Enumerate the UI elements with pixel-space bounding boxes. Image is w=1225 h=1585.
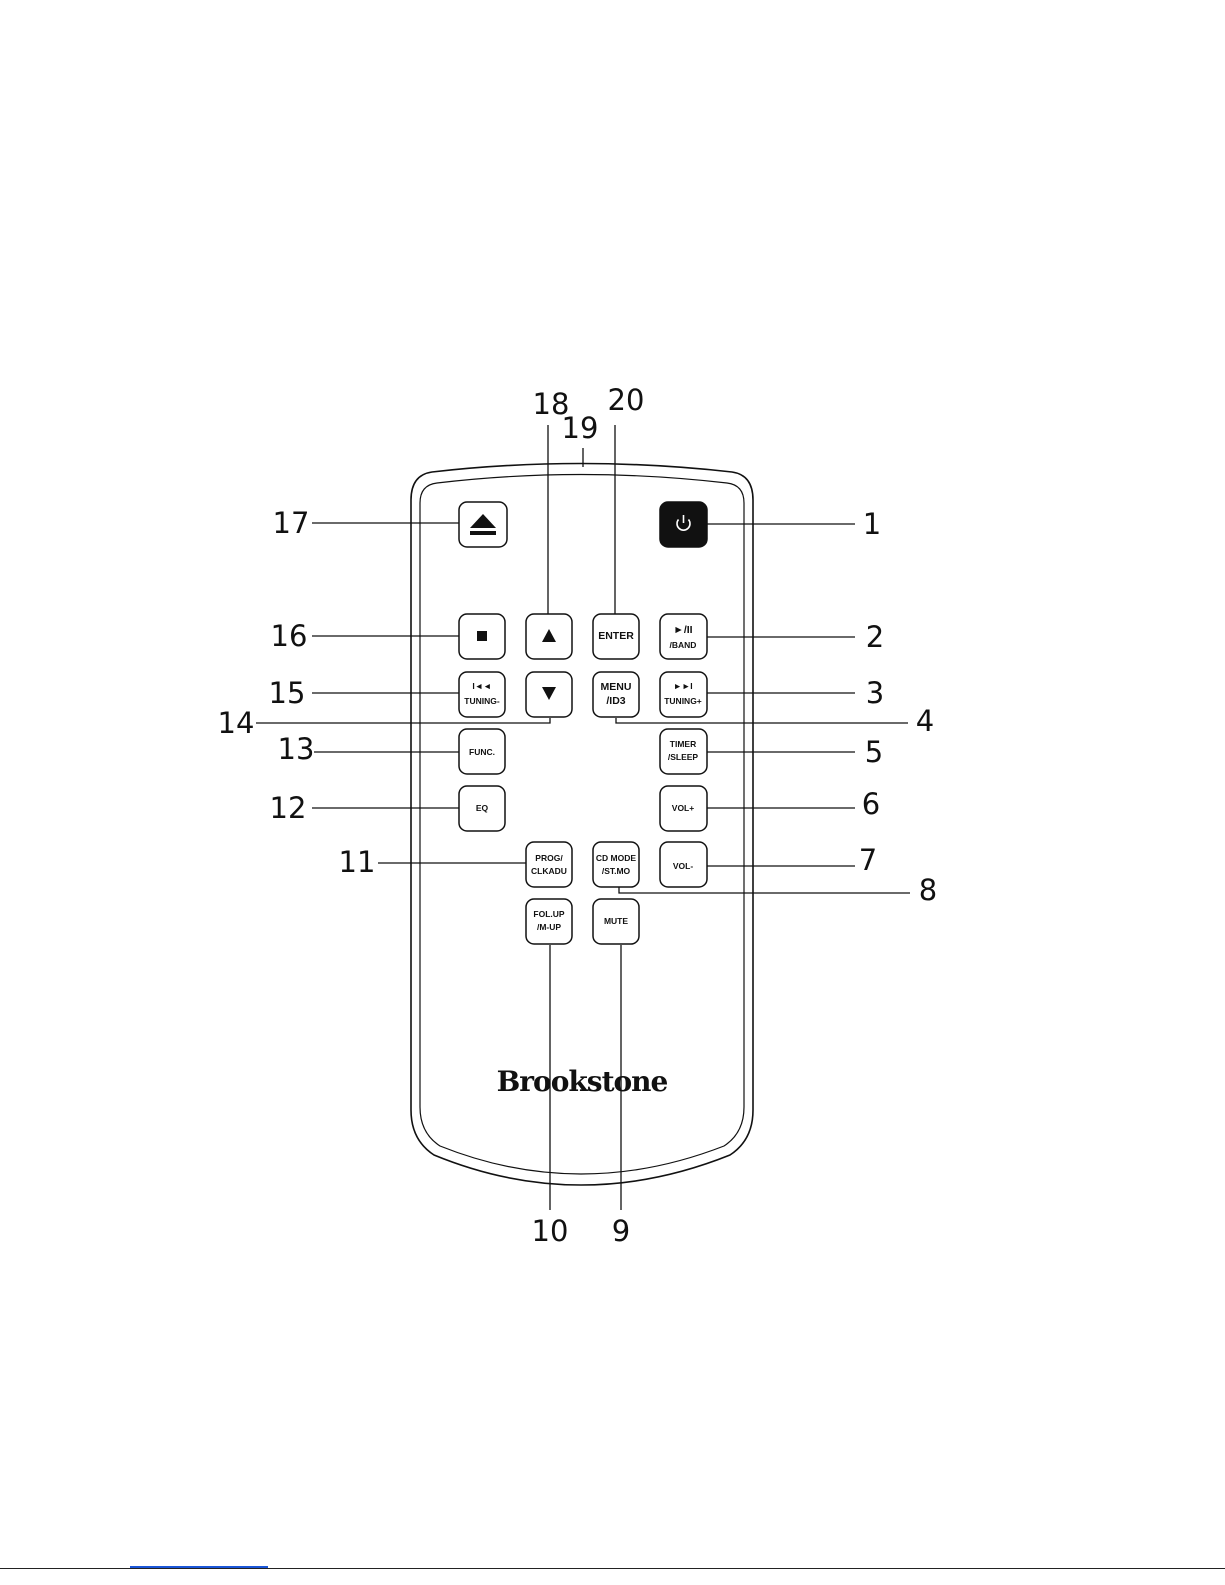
prog-clkadu-button-body[interactable] bbox=[526, 842, 572, 887]
eq-button-label: EQ bbox=[476, 803, 489, 813]
timer-sleep-button[interactable]: TIMER /SLEEP bbox=[660, 729, 707, 774]
menu-id3-button-label-line1: MENU bbox=[601, 681, 632, 693]
play-band-button-body[interactable] bbox=[660, 614, 707, 659]
callout-17: 17 bbox=[273, 506, 310, 540]
enter-button[interactable]: ENTER bbox=[593, 614, 639, 659]
callout-9: 9 bbox=[612, 1214, 630, 1248]
mute-button-label: MUTE bbox=[604, 916, 628, 926]
callout-11: 11 bbox=[339, 845, 376, 879]
brand-logo: Brookstone bbox=[497, 1065, 668, 1098]
vol-down-button[interactable]: VOL- bbox=[660, 842, 707, 887]
prev-tuning-button-body[interactable] bbox=[459, 672, 505, 717]
prev-track-icon: I◄◄ bbox=[472, 681, 491, 691]
menu-id3-button[interactable]: MENU /ID3 bbox=[593, 672, 639, 717]
cd-mode-button-label-line2: /ST.MO bbox=[602, 866, 631, 876]
vol-up-button-label: VOL+ bbox=[672, 803, 694, 813]
prog-clkadu-button-label-line2: CLKADU bbox=[531, 866, 567, 876]
callout-4: 4 bbox=[916, 704, 934, 738]
callout-6: 6 bbox=[862, 787, 880, 821]
callout-16: 16 bbox=[271, 619, 308, 653]
next-tuning-button-label: TUNING+ bbox=[664, 696, 702, 706]
vol-up-button[interactable]: VOL+ bbox=[660, 786, 707, 831]
up-button[interactable] bbox=[526, 614, 572, 659]
callout-1: 1 bbox=[863, 507, 881, 541]
callout-10: 10 bbox=[532, 1214, 569, 1248]
prog-clkadu-button-label-line1: PROG/ bbox=[535, 853, 563, 863]
next-track-icon: ►►I bbox=[673, 681, 692, 691]
leader-line-14 bbox=[256, 718, 550, 723]
prog-clkadu-button[interactable]: PROG/ CLKADU bbox=[526, 842, 572, 887]
callout-8: 8 bbox=[919, 873, 937, 907]
cd-mode-button-label-line1: CD MODE bbox=[596, 853, 636, 863]
callout-2: 2 bbox=[866, 620, 884, 654]
page-bottom-rule bbox=[0, 1568, 1225, 1569]
prev-tuning-button-label: TUNING- bbox=[464, 696, 500, 706]
cd-mode-button-body[interactable] bbox=[593, 842, 639, 887]
callout-3: 3 bbox=[866, 676, 884, 710]
leader-line-4 bbox=[616, 718, 908, 723]
callout-14: 14 bbox=[218, 706, 255, 740]
fol-up-button-label-line1: FOL.UP bbox=[533, 909, 564, 919]
power-button[interactable] bbox=[660, 502, 707, 547]
func-button[interactable]: FUNC. bbox=[459, 729, 505, 774]
callout-7: 7 bbox=[859, 843, 877, 877]
cd-mode-button[interactable]: CD MODE /ST.MO bbox=[593, 842, 639, 887]
page-bottom-link-underline[interactable] bbox=[130, 1566, 268, 1568]
callout-15: 15 bbox=[269, 676, 306, 710]
next-tuning-button-body[interactable] bbox=[660, 672, 707, 717]
menu-id3-button-label-line2: /ID3 bbox=[606, 695, 625, 707]
eq-button[interactable]: EQ bbox=[459, 786, 505, 831]
callout-5: 5 bbox=[865, 735, 883, 769]
stop-icon bbox=[477, 631, 487, 641]
timer-sleep-button-label-line2: /SLEEP bbox=[668, 752, 699, 762]
timer-sleep-button-label-line1: TIMER bbox=[670, 739, 696, 749]
callout-numbers: 1 2 3 4 5 6 7 8 9 10 11 12 13 14 15 16 1… bbox=[218, 383, 938, 1248]
func-button-label: FUNC. bbox=[469, 747, 495, 757]
down-button[interactable] bbox=[526, 672, 572, 717]
prev-tuning-button[interactable]: I◄◄ TUNING- bbox=[459, 672, 505, 717]
callout-19: 19 bbox=[562, 411, 599, 445]
fol-up-button[interactable]: FOL.UP /M-UP bbox=[526, 899, 572, 944]
leader-line-8 bbox=[619, 887, 910, 893]
stop-button[interactable] bbox=[459, 614, 505, 659]
fol-up-button-label-line2: /M-UP bbox=[537, 922, 561, 932]
callout-20: 20 bbox=[608, 383, 645, 417]
play-band-button-label: /BAND bbox=[670, 640, 697, 650]
eject-button[interactable] bbox=[459, 502, 507, 547]
mute-button[interactable]: MUTE bbox=[593, 899, 639, 944]
enter-button-label: ENTER bbox=[598, 630, 634, 642]
vol-down-button-label: VOL- bbox=[673, 861, 693, 871]
power-button-body[interactable] bbox=[660, 502, 707, 547]
play-pause-icon: ►/II bbox=[673, 624, 692, 636]
next-tuning-button[interactable]: ►►I TUNING+ bbox=[660, 672, 707, 717]
callout-13: 13 bbox=[278, 732, 315, 766]
play-band-button[interactable]: ►/II /BAND bbox=[660, 614, 707, 659]
callout-12: 12 bbox=[270, 791, 307, 825]
